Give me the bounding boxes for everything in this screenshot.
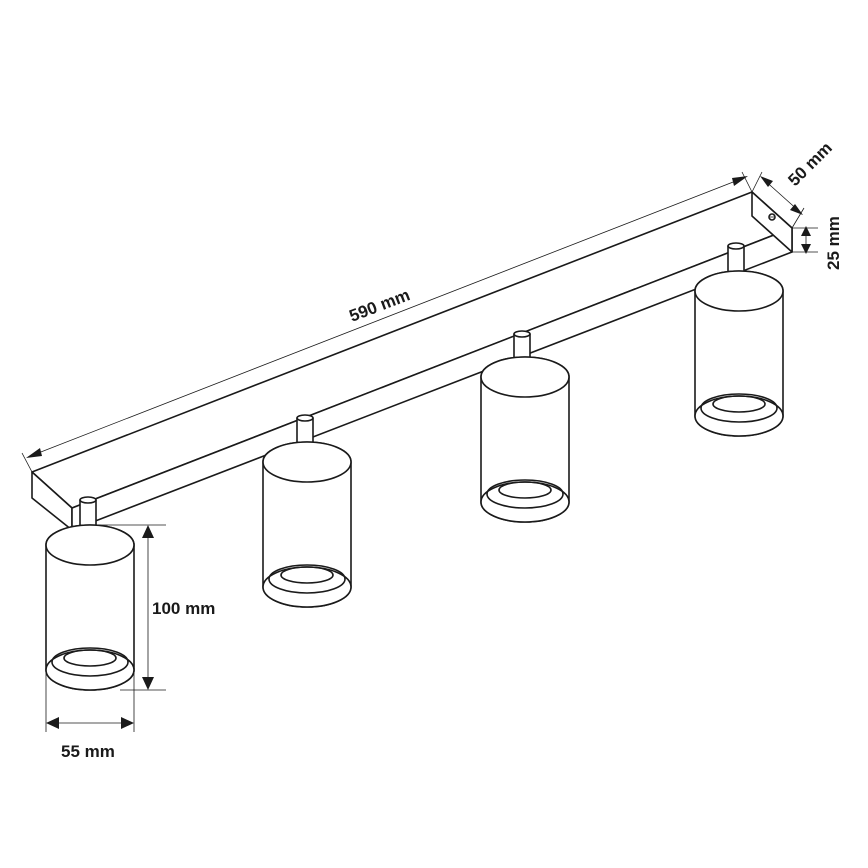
spot-1-reflector bbox=[51, 647, 129, 677]
spot-3-top bbox=[480, 356, 570, 398]
height-label: 25 mm bbox=[824, 216, 843, 270]
mounting-bar bbox=[31, 191, 793, 531]
spot-height-label: 100 mm bbox=[152, 599, 215, 618]
spot-2-top bbox=[262, 441, 352, 483]
dimension-length: 590 mm bbox=[21, 171, 753, 473]
spot-4-top bbox=[694, 270, 784, 312]
spot-diameter-arrow-left bbox=[46, 717, 59, 729]
bar-top-face bbox=[31, 191, 793, 509]
width-arrow-right bbox=[790, 204, 803, 215]
dimension-spot-height: 100 mm bbox=[98, 524, 215, 691]
spotlight-1 bbox=[45, 496, 135, 691]
length-extension-right bbox=[741, 171, 753, 193]
spot-4-stem-cap bbox=[727, 242, 745, 250]
bar-long-face bbox=[71, 227, 793, 531]
spotlight-3 bbox=[480, 330, 570, 523]
spot-4-bulb-ring bbox=[712, 395, 766, 413]
spot-3-reflector bbox=[486, 479, 564, 509]
spot-height-arrow-top bbox=[142, 525, 154, 538]
height-arrow-top bbox=[801, 226, 811, 236]
width-arrow-left bbox=[760, 176, 773, 187]
length-extension-left bbox=[21, 452, 33, 473]
height-arrow-bottom bbox=[801, 244, 811, 254]
width-extension-left bbox=[751, 171, 763, 193]
spotlight-2 bbox=[262, 414, 352, 608]
dimension-height: 25 mm bbox=[792, 216, 843, 270]
length-dimension-line bbox=[27, 176, 747, 458]
spot-4-reflector bbox=[700, 393, 778, 423]
screw-icon bbox=[768, 213, 776, 221]
spot-3-bulb-ring bbox=[498, 481, 552, 499]
spot-3-stem-cap bbox=[513, 330, 531, 338]
spot-1-bulb-ring bbox=[63, 649, 117, 667]
spot-diameter-label: 55 mm bbox=[61, 742, 115, 761]
length-arrow-left bbox=[26, 448, 42, 458]
spot-2-bulb-ring bbox=[280, 566, 334, 584]
length-arrow-right bbox=[732, 176, 748, 186]
width-label: 50 mm bbox=[784, 138, 836, 190]
spotlight-4 bbox=[694, 242, 784, 437]
spot-height-arrow-bottom bbox=[142, 677, 154, 690]
width-extension-right bbox=[791, 207, 805, 229]
spot-diameter-arrow-right bbox=[121, 717, 134, 729]
spot-2-reflector bbox=[268, 564, 346, 594]
spot-1-top bbox=[45, 524, 135, 566]
spot-1-stem-cap bbox=[79, 496, 97, 504]
dimension-spot-diameter: 55 mm bbox=[45, 672, 135, 761]
spot-2-stem-cap bbox=[296, 414, 314, 422]
